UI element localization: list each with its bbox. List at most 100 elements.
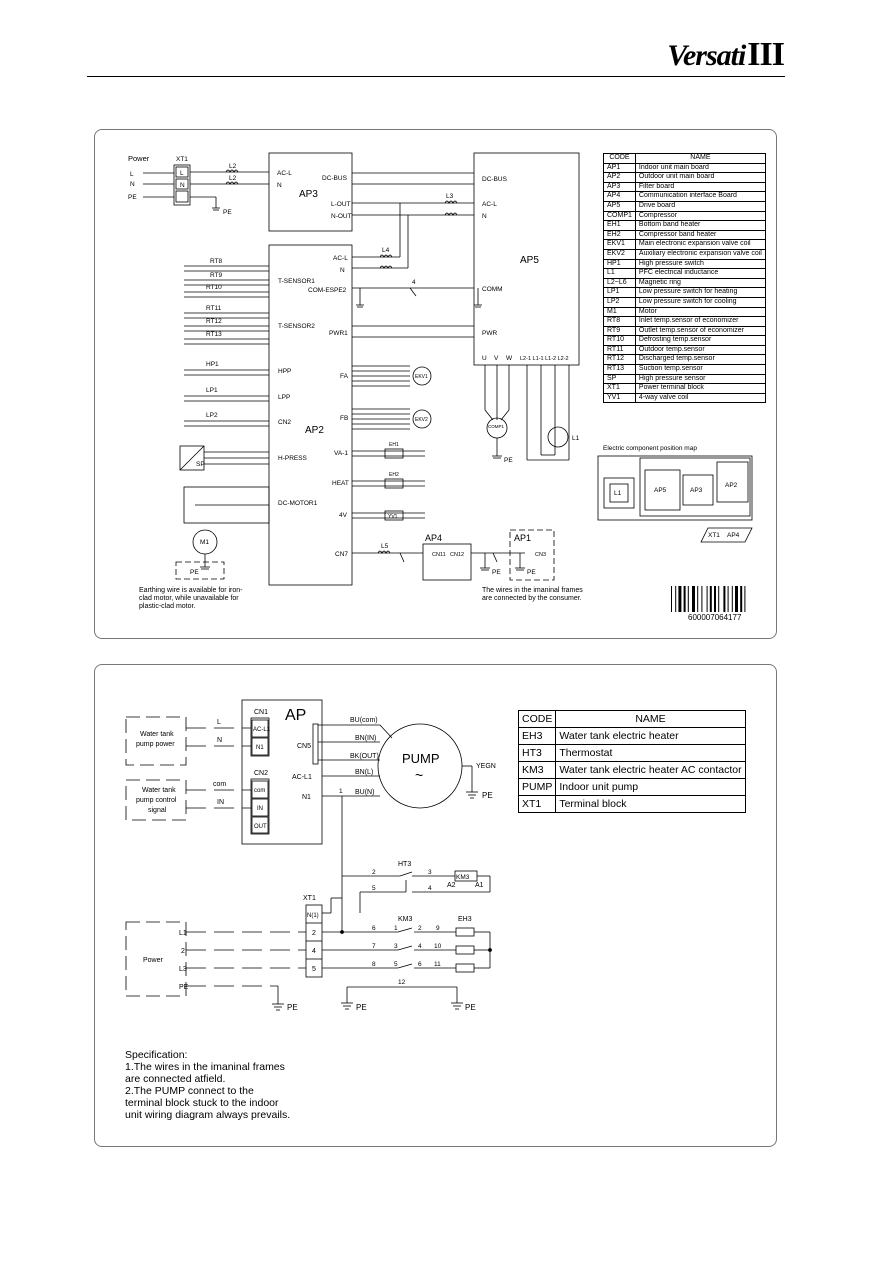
l2b-label: L2 — [229, 175, 237, 182]
ap3-label: AP3 — [299, 189, 318, 200]
ap1-label: AP1 — [514, 533, 531, 543]
xt1-label: XT1 — [176, 156, 188, 163]
barcode-number: 600007064177 — [688, 613, 742, 622]
power-l-label: L — [130, 171, 134, 178]
hp1-label: HP1 — [206, 361, 219, 368]
ekv1-valve — [412, 366, 432, 386]
pump-control-line3: signal — [148, 807, 167, 814]
ht3-label: HT3 — [398, 861, 411, 868]
xt1-t4: 4 — [312, 948, 316, 955]
svg-text:5: 5 — [372, 885, 376, 892]
ap2-com-espe2: COM-ESPE2 — [308, 287, 347, 294]
rt10-label: RT10 — [206, 284, 222, 291]
rt8-label: RT8 — [210, 258, 223, 265]
ap4-comm-interface — [422, 543, 472, 581]
yegn-label: YEGN — [476, 763, 496, 770]
ap2-hpp: HPP — [278, 368, 291, 375]
ap3-acl: AC-L — [277, 170, 292, 177]
lp2-label: LP2 — [206, 412, 218, 419]
ap-label: AP — [285, 707, 306, 724]
cn1-acl1: AC-L1 — [253, 727, 271, 733]
m1-label: M1 — [200, 539, 209, 546]
wire-in: IN — [217, 799, 224, 806]
ap5-label: AP5 — [520, 255, 539, 266]
map-l1: L1 — [614, 490, 622, 497]
legend-name: 4-way valve coil — [634, 392, 766, 404]
svg-text:10: 10 — [434, 943, 442, 950]
l3-label: L3 — [446, 193, 454, 200]
svg-text:4: 4 — [428, 885, 432, 892]
l2-label: L2 — [229, 163, 237, 170]
svg-text:3: 3 — [394, 943, 398, 950]
eh2-heater — [384, 478, 404, 489]
ap3-dc-bus: DC-BUS — [322, 175, 348, 182]
wt-code-header: CODE — [517, 710, 557, 728]
ap2-acl: AC-L — [333, 255, 348, 262]
wt-legend-code: EH3 — [517, 727, 557, 745]
km3-label: KM3 — [398, 916, 413, 923]
svg-text:6: 6 — [418, 961, 422, 968]
ap2-dc-motor1: DC-MOTOR1 — [278, 500, 318, 507]
lp1-label: LP1 — [206, 387, 218, 394]
eh1-label: EH1 — [389, 442, 399, 448]
comm-wire-num: 4 — [412, 279, 416, 286]
map-ap5: AP5 — [654, 487, 667, 494]
ap5-u: U — [482, 355, 487, 362]
svg-text:9: 9 — [436, 925, 440, 932]
ap2-pwr1: PWR1 — [329, 330, 348, 337]
ap5-v: V — [494, 355, 499, 362]
earthing-note-line3: plastic-clad motor. — [139, 603, 196, 610]
power-pe: PE — [287, 1003, 298, 1012]
brand-name: Versati — [667, 39, 746, 72]
wt-legend-name: Water tank electric heater — [555, 727, 746, 745]
wt-legend-code: PUMP — [517, 778, 557, 796]
ap5-pwr: PWR — [482, 330, 497, 337]
svg-text:3: 3 — [428, 869, 432, 876]
spec-line1: 1.The wires in the imaninal frames — [125, 1061, 285, 1073]
ap1-pe: PE — [527, 569, 536, 576]
brand-logo: VersatiIII — [667, 36, 785, 74]
svg-text:4: 4 — [418, 943, 422, 950]
pump-label: PUMP — [402, 751, 440, 766]
pump-control-line2: pump control — [136, 797, 177, 804]
rt13-label: RT13 — [206, 331, 222, 338]
comp-pe: PE — [504, 457, 513, 464]
cn2-com: com — [254, 788, 265, 794]
map-ap2: AP2 — [725, 482, 738, 489]
ap3-n: N — [277, 182, 282, 189]
pump-power-line1: Water tank — [140, 731, 174, 738]
rt11-label: RT11 — [206, 305, 222, 312]
header-rule — [87, 76, 785, 77]
map-xt1: XT1 — [708, 532, 720, 539]
wire-n: N — [217, 737, 222, 744]
wire-com: com — [213, 781, 226, 788]
wt-legend-code: XT1 — [517, 795, 557, 813]
pump-tilde: ~ — [415, 767, 423, 783]
ap2-h-press: H-PRESS — [278, 455, 308, 462]
map-ap3: AP3 — [690, 487, 703, 494]
eh3-heater-2 — [455, 945, 475, 955]
ap2-outdoor-main-board — [268, 244, 353, 586]
cn1-label: CN1 — [254, 709, 268, 716]
svg-text:2: 2 — [418, 925, 422, 932]
ap4-cn11: CN11 — [432, 552, 446, 558]
power-pe-label: PE — [128, 194, 137, 201]
svg-text:11: 11 — [434, 961, 441, 968]
ap2-t-sensor2: T-SENSOR2 — [278, 323, 315, 330]
brand-suffix: III — [747, 36, 785, 73]
outdoor-wiring-frame — [94, 129, 777, 639]
wire-bu-n: BU(N) — [355, 789, 374, 796]
pump-pe: PE — [482, 791, 493, 800]
svg-text:6: 6 — [372, 925, 376, 932]
eh3-heater-3 — [455, 963, 475, 973]
pe-ground-label: PE — [223, 209, 232, 216]
map-ap4: AP4 — [727, 532, 740, 539]
pump-control-line1: Water tank — [142, 787, 176, 794]
consumer-wires-note: The wires in the imaninal frames are con… — [482, 587, 583, 603]
cn2-in: IN — [257, 806, 263, 812]
ap2-cn7: CN7 — [335, 551, 348, 558]
wire-l1: L1 — [179, 930, 187, 937]
ap2-fb: FB — [340, 415, 348, 422]
